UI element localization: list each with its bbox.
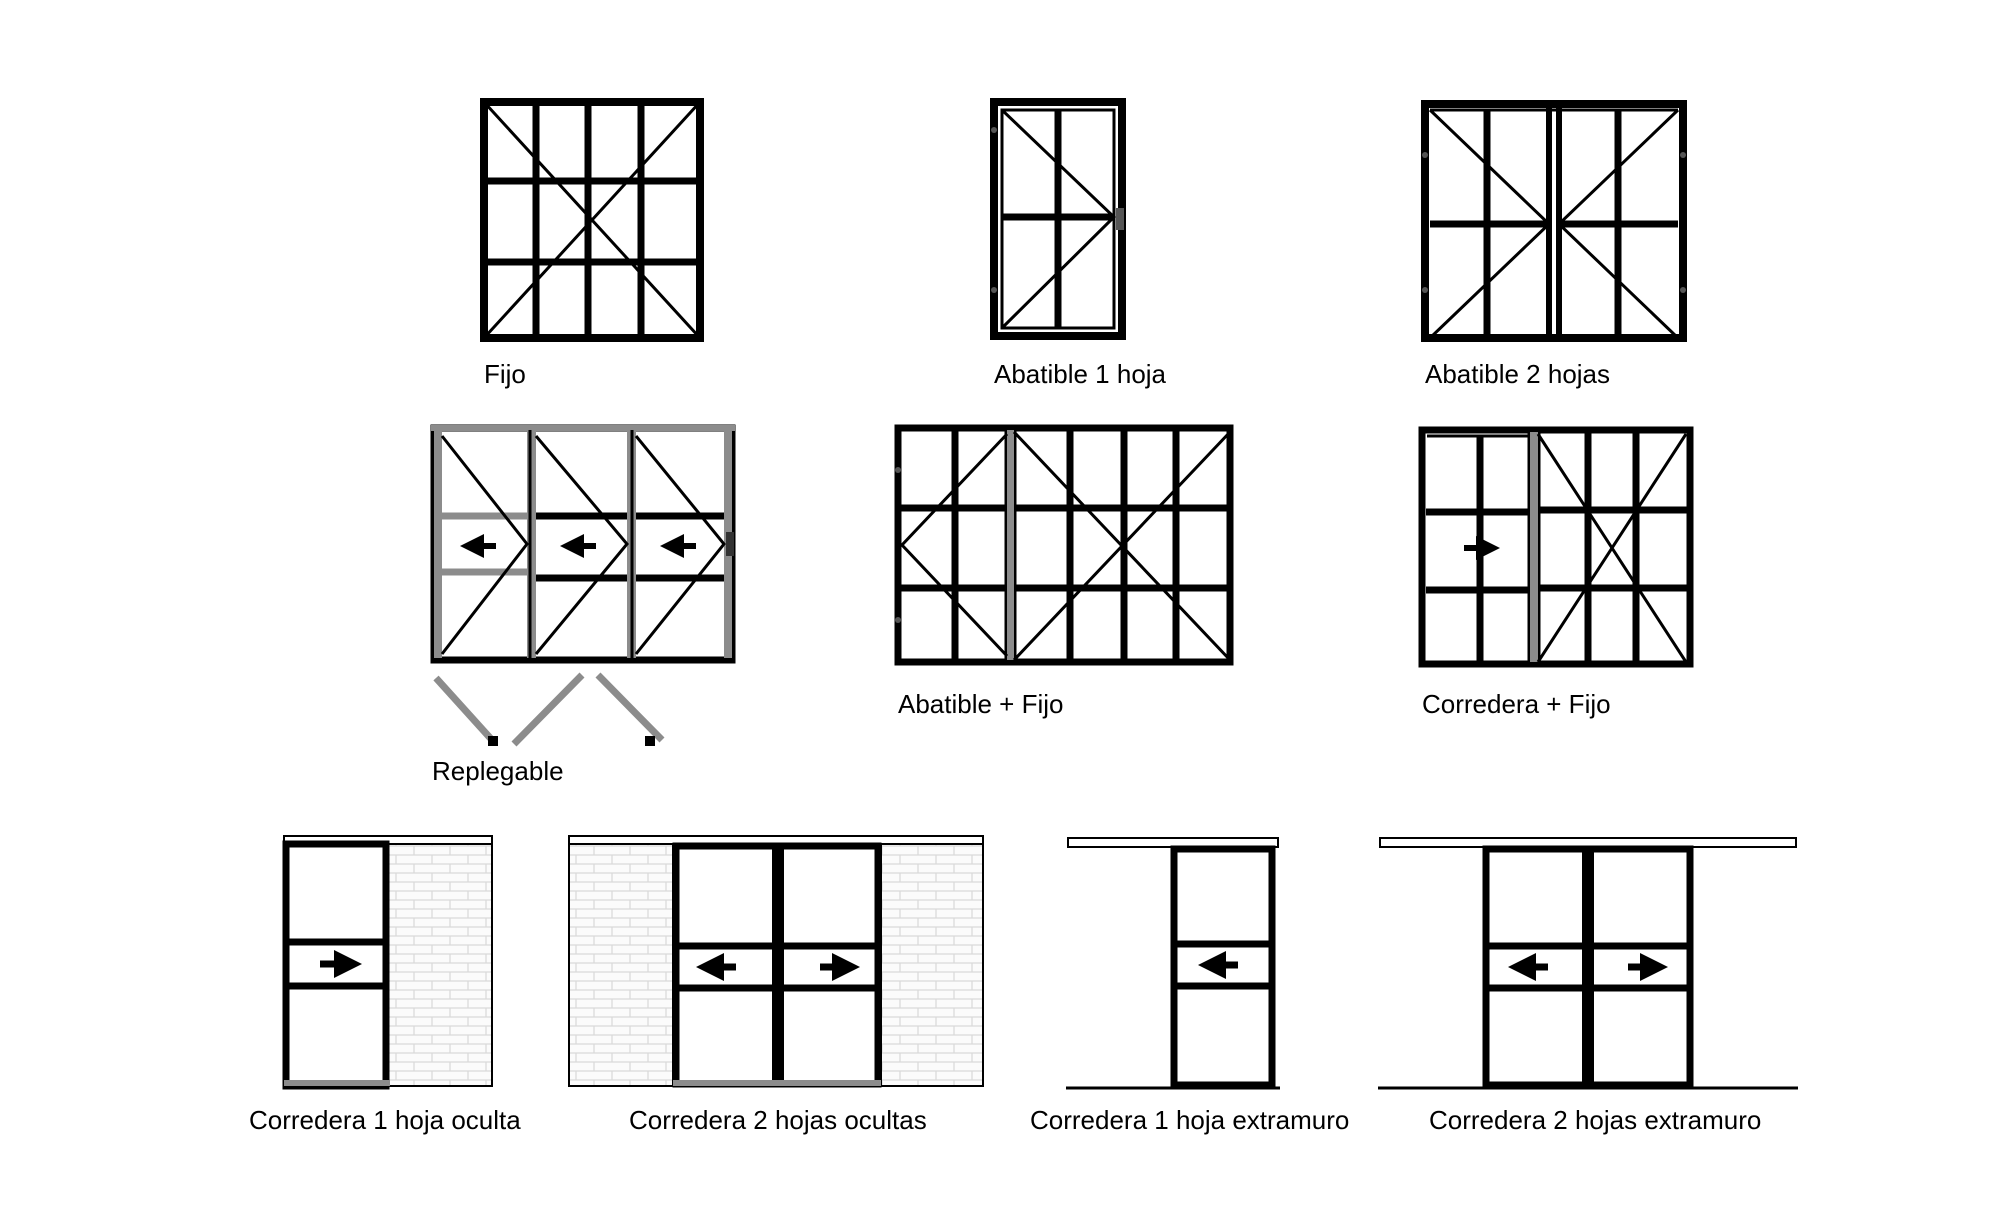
label-corredera-1-hoja-extramuro: Corredera 1 hoja extramuro: [1030, 1105, 1349, 1135]
label-abatible-fijo: Abatible + Fijo: [898, 689, 1063, 719]
window-fijo: [480, 98, 704, 342]
label-corredera-2-hojas-ocultas: Corredera 2 hojas ocultas: [629, 1105, 927, 1135]
label-corredera-1-hoja-oculta: Corredera 1 hoja oculta: [249, 1105, 521, 1135]
door-corredera-1-hoja-oculta: [282, 835, 493, 1090]
handle-icon: [726, 532, 734, 556]
hinge-icon: [991, 287, 997, 293]
door-corredera-1-hoja-extramuro: [1066, 837, 1280, 1090]
door-corredera-2-hojas-extramuro: [1378, 837, 1798, 1090]
door-corredera-2-hojas-ocultas: [568, 835, 984, 1088]
label-corredera-fijo: Corredera + Fijo: [1422, 689, 1611, 719]
window-abatible-1-hoja: [990, 98, 1126, 340]
hinge-icon: [1680, 152, 1686, 158]
hinge-icon: [895, 467, 901, 473]
wall-pocket: [568, 841, 674, 1087]
hinge-icon: [1422, 152, 1428, 158]
window-corredera-fijo: [1418, 426, 1694, 668]
label-fijo: Fijo: [484, 359, 526, 389]
hinge-icon: [1680, 287, 1686, 293]
wall-pocket: [880, 841, 984, 1087]
hinge-icon: [895, 617, 901, 623]
label-corredera-2-hojas-extramuro: Corredera 2 hojas extramuro: [1429, 1105, 1761, 1135]
hinge-icon: [991, 127, 997, 133]
folded-panels: [433, 672, 665, 747]
window-replegable: [430, 424, 736, 747]
label-replegable: Replegable: [432, 756, 564, 786]
window-abatible-fijo: [894, 424, 1234, 666]
label-abatible-2-hojas: Abatible 2 hojas: [1425, 359, 1610, 389]
window-abatible-2-hojas: [1421, 100, 1687, 342]
wall-pocket: [387, 841, 493, 1087]
handle-icon: [1116, 208, 1124, 230]
hinge-icon: [1422, 287, 1428, 293]
label-abatible-1-hoja: Abatible 1 hoja: [994, 359, 1167, 389]
